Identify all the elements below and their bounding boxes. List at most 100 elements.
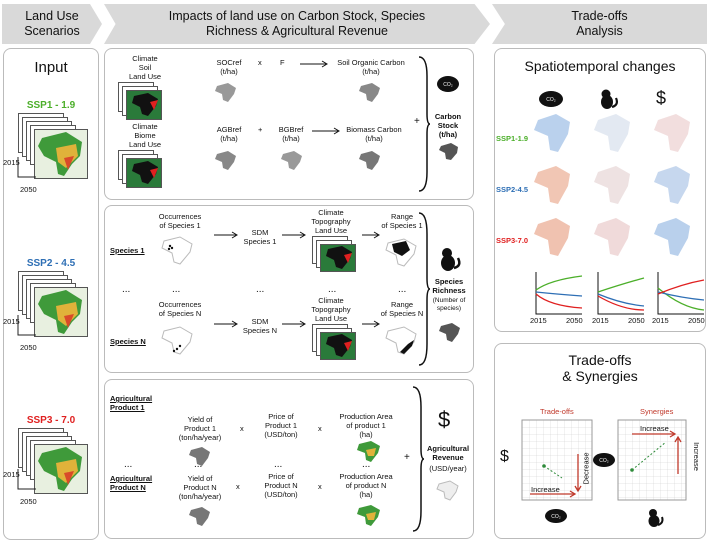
tradeoff-grid	[521, 419, 593, 501]
bio-output: Biomass Carbon (t/ha)	[346, 125, 402, 143]
species-richness-result: Species Richness	[432, 277, 466, 295]
ctl-n: Climate Topography Land Use	[311, 296, 351, 323]
agri-panel	[104, 379, 474, 539]
times-a2: x	[318, 424, 322, 433]
synergy-monkey-icon	[648, 509, 664, 527]
dots-sp-2: ...	[172, 284, 181, 295]
dots-a-3: ...	[274, 459, 283, 470]
synergies-label: Synergies	[640, 407, 674, 416]
header-impacts-text: Impacts of land use on Carbon Stock, Spe…	[168, 9, 426, 38]
header-tradeoffs-text: Trade-offs Analysis	[571, 9, 628, 38]
ssp1-year-start: 2015	[3, 158, 20, 167]
tradeoffs-label: Trade-offs	[540, 407, 574, 416]
carbon-inputs-soil: Climate Soil Land Use	[128, 54, 162, 81]
synergy-co2-icon: CO₂	[593, 453, 615, 467]
occ1-map	[161, 236, 193, 265]
svg-text:CO₂: CO₂	[546, 97, 556, 103]
agri-product-1-label: Agricultural Product 1	[110, 394, 153, 412]
chart1-x-start: 2015	[530, 316, 547, 325]
carbon-stock-result: Carbon Stock (t/ha)	[434, 112, 462, 139]
arrow-occ1	[214, 231, 238, 239]
trend-chart-carbon	[535, 272, 583, 315]
arrow-occn	[214, 320, 238, 328]
times-a4: x	[318, 482, 322, 491]
spatio-monkey-icon	[601, 89, 618, 109]
synergy-title: Trade-offs & Synergies	[562, 352, 638, 384]
arrow-ctln	[362, 320, 380, 328]
price-1: Price of Product 1 (USD/ton)	[264, 412, 298, 439]
spatio-ssp3: SSP3-7.0	[496, 236, 529, 245]
arrow-ctl1	[362, 231, 380, 239]
agri-result-map	[436, 480, 459, 501]
agb-map	[215, 151, 236, 170]
species-stack-1-map	[326, 246, 352, 269]
trend-chart-species	[597, 272, 645, 315]
soc-output: Soil Organic Carbon (t/ha)	[337, 58, 405, 76]
svg-text:CO₂: CO₂	[599, 458, 609, 464]
range-n: Range of Species N	[380, 300, 424, 318]
area-n: Production Area of product N (ha)	[339, 472, 393, 499]
sdm-n: SDM Species N	[242, 317, 278, 335]
ssp3-label: SSP3 - 7.0	[26, 415, 76, 426]
co2-icon: CO₂	[437, 76, 459, 92]
carbon-panel	[104, 48, 474, 200]
yield1-map	[189, 447, 210, 466]
ssp1-map	[38, 132, 82, 176]
svg-text:CO₂: CO₂	[443, 82, 453, 88]
ssp2-label: SSP2 - 4.5	[26, 258, 76, 269]
soc-ref: SOCref (t/ha)	[216, 58, 242, 76]
synergy-increase-y: Increase	[691, 442, 701, 471]
synergy-grid	[617, 419, 687, 501]
price-n: Price of Product N (USD/ton)	[264, 472, 298, 499]
plus-1: +	[258, 125, 263, 134]
area-1: Production Area of product 1 (ha)	[339, 412, 393, 439]
species-brace	[418, 212, 431, 366]
chart1-x-end: 2050	[566, 316, 583, 325]
tradeoff-decrease: Decrease	[581, 452, 591, 485]
header-impacts: Impacts of land use on Carbon Stock, Spe…	[104, 4, 490, 44]
agri-revenue-result: Agricultural Revenue	[426, 444, 470, 462]
carbon-inputs-biome: Climate Biome Land Use	[128, 122, 162, 149]
occurrences-n: Occurrences of Species N	[158, 300, 202, 318]
agb-ref: AGBref (t/ha)	[216, 125, 242, 143]
carbon-brace	[418, 56, 431, 192]
ssp3-year-start: 2015	[3, 470, 20, 479]
map-grid	[534, 114, 690, 256]
species-stack-n-map	[326, 334, 352, 357]
occurrences-1: Occurrences of Species 1	[158, 212, 202, 230]
dots-sp-1: ...	[122, 284, 131, 295]
dots-sp-4: ...	[328, 284, 337, 295]
chart2-x-end: 2050	[628, 316, 645, 325]
input-title: Input	[34, 59, 68, 76]
arrow-sdm1	[282, 231, 306, 239]
chart3-x-start: 2015	[652, 316, 669, 325]
f-factor: F	[280, 58, 285, 67]
spatio-ssp2: SSP2-4.5	[496, 185, 529, 194]
yield-n: Yield of Product N (ton/ha/year)	[178, 474, 222, 501]
yield-1: Yield of Product 1 (ton/ha/year)	[178, 415, 222, 442]
dollar-icon: $	[438, 407, 451, 432]
ssp3-map	[38, 447, 82, 491]
carbon-stack-1-map	[132, 93, 158, 116]
synergy-increase-x: Increase	[640, 424, 669, 433]
carbon-result-map	[439, 143, 458, 160]
agri-brace	[412, 386, 425, 532]
times-1: x	[258, 58, 262, 67]
range1-map	[385, 238, 417, 267]
dots-a-4: ...	[362, 459, 371, 470]
times-a1: x	[240, 424, 244, 433]
occn-map	[161, 326, 193, 355]
chart2-x-start: 2015	[592, 316, 609, 325]
species-richness-unit: (Number of species)	[432, 297, 466, 312]
arrow-sdmn	[282, 320, 306, 328]
header-scenarios-text: Land Use Scenarios	[24, 9, 80, 38]
species-1-label: Species 1	[110, 246, 145, 255]
species-n-label: Species N	[110, 337, 146, 346]
yieldn-map	[189, 507, 210, 526]
svg-text:CO₂: CO₂	[551, 514, 561, 520]
ssp1-label: SSP1 - 1.9	[26, 100, 76, 111]
header-tradeoffs: Trade-offs Analysis	[492, 4, 707, 44]
arean-map	[357, 505, 380, 526]
ssp1-time-arrow	[17, 157, 36, 178]
ssp2-time-arrow	[17, 315, 36, 336]
